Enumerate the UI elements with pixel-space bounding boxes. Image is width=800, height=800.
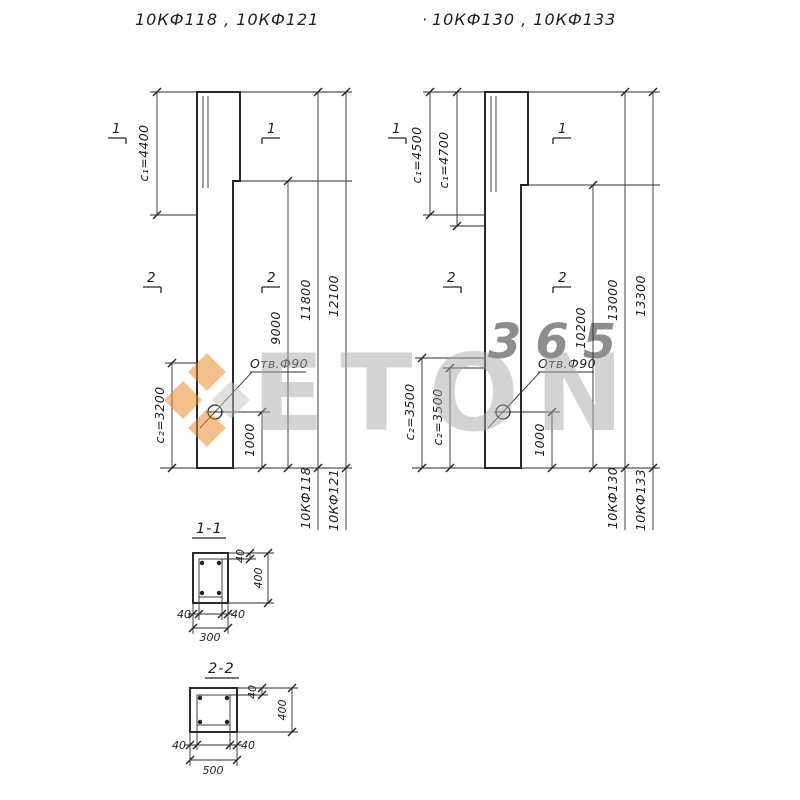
title-left-columns: 10КФ118 , 10КФ121 (135, 10, 319, 29)
section-1-1-outline (192, 552, 229, 604)
section-1-1-title: 1-1 (196, 521, 223, 537)
right-dim-13000: 13000 (605, 279, 620, 321)
left-dim-1000: 1000 (242, 423, 257, 456)
right-section1-mark-right: 1 (558, 121, 567, 137)
left-dim-c1: c₁=4400 (136, 125, 151, 182)
left-column-mark-10kf121: 10КФ121 (326, 469, 341, 531)
right-dimension-lines (421, 92, 654, 530)
right-dim-c2b: c₂=3500 (430, 389, 445, 446)
section-2-2-stirrup (196, 694, 231, 726)
section-2-2-rebar-dots (197, 695, 230, 725)
left-section-cut-marks (108, 137, 280, 293)
left-dimension-lines (156, 92, 347, 530)
right-dim-1000: 1000 (532, 423, 547, 456)
right-hole-callout: Отв.Ф90 (538, 356, 596, 371)
section-1-1-height: 400 (252, 568, 265, 589)
section-2-2-dim-lines (185, 683, 298, 766)
right-dim-c2a: c₂=3500 (402, 384, 417, 441)
title-separator-dot: · (422, 10, 428, 29)
right-dim-c1b: c₁=4700 (436, 132, 451, 189)
right-dim-10200: 10200 (573, 307, 588, 349)
watermark: ETON 365 (164, 314, 640, 455)
section-2-2-cover-left: 40 (172, 739, 186, 752)
left-section1-mark-right: 1 (267, 121, 276, 137)
left-hole-callout: Отв.Ф90 (250, 356, 308, 371)
watermark-number: 365 (488, 314, 630, 370)
right-column-drawing: 1 1 2 2 c₁=4500 c₁=4700 c₂=3500 c₂=3500 … (388, 87, 660, 531)
watermark-logo-icon (164, 353, 250, 447)
left-section2-mark-right: 2 (267, 270, 276, 286)
section-2-2: 2-2 40 400 40 40 50 (172, 661, 298, 777)
section-2-2-title: 2-2 (208, 661, 235, 677)
left-section1-mark-left: 1 (112, 121, 121, 137)
left-section2-mark-left: 2 (147, 270, 156, 286)
right-column-mark-10kf133: 10КФ133 (633, 469, 648, 531)
right-section-cut-marks (388, 137, 571, 293)
section-1-1-width: 300 (200, 631, 221, 644)
section-1-1-rebar-dots (199, 560, 222, 596)
right-section2-mark-left: 2 (447, 270, 456, 286)
section-2-2-cover-top: 40 (246, 685, 259, 699)
section-1-1: 1-1 40 400 40 40 30 (177, 521, 274, 644)
left-column-mark-10kf118: 10КФ118 (298, 467, 313, 529)
left-column-rebar-lines (202, 96, 209, 188)
right-hole-detail: Отв.Ф90 (487, 356, 596, 429)
right-section1-mark-left: 1 (392, 121, 401, 137)
title-right-columns: 10КФ130 , 10КФ133 (432, 10, 616, 29)
section-1-1-cover-top: 40 (234, 549, 247, 563)
left-dim-c2: c₂=3200 (152, 387, 167, 444)
left-column-drawing: 1 1 2 2 c₁=4400 c₂=3200 1000 9000 11800 … (108, 87, 352, 531)
right-column-mark-10kf130: 10КФ130 (605, 467, 620, 529)
watermark-word: ETON (252, 332, 640, 455)
section-1-1-dim-lines (188, 548, 274, 634)
section-1-1-cover-left: 40 (177, 608, 191, 621)
section-2-2-outline (189, 687, 238, 733)
section-1-1-stirrup (198, 558, 223, 598)
left-dim-11800: 11800 (298, 279, 313, 321)
section-2-2-cover-right: 40 (241, 739, 255, 752)
left-dim-9000: 9000 (268, 311, 283, 344)
section-2-2-width: 500 (203, 764, 224, 777)
right-column-rebar-lines (490, 96, 497, 192)
section-1-1-cover-right: 40 (231, 608, 245, 621)
section-2-2-height: 400 (276, 700, 289, 721)
right-extension-lines (412, 91, 660, 469)
right-dim-13300: 13300 (633, 275, 648, 317)
left-dim-12100: 12100 (326, 275, 341, 317)
right-dim-c1a: c₁=4500 (409, 127, 424, 184)
right-section2-mark-right: 2 (558, 270, 567, 286)
